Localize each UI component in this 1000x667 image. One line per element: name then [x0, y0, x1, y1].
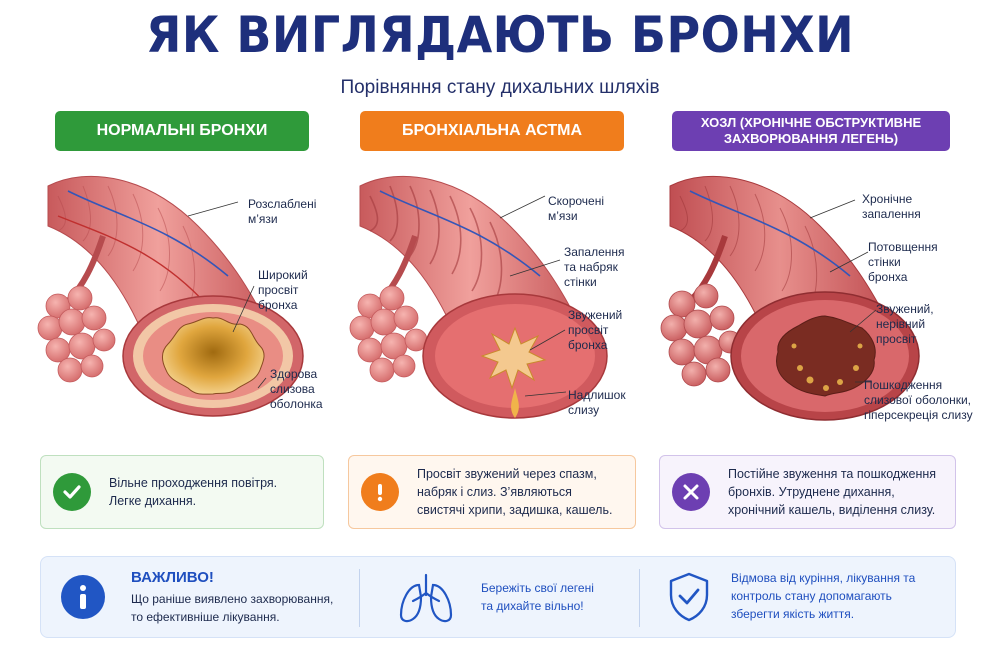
label-relaxed-muscles: Розслаблені м’язи	[248, 197, 317, 226]
divider	[639, 569, 640, 627]
exclamation-icon	[361, 473, 399, 511]
important-block: ВАЖЛИВО! Що раніше виявлено захворювання…	[131, 569, 361, 626]
heading-copd: ХОЗЛ (ХРОНІЧНЕ ОБСТРУКТИВНЕ ЗАХВОРЮВАННЯ…	[672, 111, 950, 151]
lungs-icon	[397, 571, 455, 630]
label-excess-mucus: Надлишок слизу	[568, 388, 626, 417]
label-mucosa-damage: Пошкодження слизової оболонки, гіперсекр…	[864, 378, 973, 422]
lungs-text: Бережіть свої легені та дихайте вільно!	[481, 581, 594, 613]
info-icon	[61, 575, 105, 619]
shield-check-icon	[667, 571, 711, 628]
status-card-copd: Постійне звуження та пошкодження бронхів…	[659, 455, 956, 529]
label-contracted-muscles: Скорочені м’язи	[548, 194, 605, 223]
label-wall-thickening: Потовщення стінки бронха	[868, 240, 938, 284]
asthma-bronchus-illustration	[349, 175, 608, 419]
x-icon	[672, 473, 710, 511]
label-narrowed-lumen: Звужений просвіт бронха	[568, 308, 623, 352]
check-icon	[53, 473, 91, 511]
status-text-asthma: Просвіт звужений через спазм, набряк і с…	[417, 467, 613, 517]
label-healthy-mucosa: Здорова слизова оболонка	[270, 367, 323, 411]
label-wide-lumen: Широкий просвіт бронха	[258, 268, 308, 312]
copd-bronchus-illustration	[660, 175, 920, 421]
normal-bronchus-illustration	[37, 175, 304, 417]
page-subtitle: Порівняння стану дихальних шляхів	[340, 77, 660, 98]
label-inflammation-edema: Запалення та набряк стінки	[564, 245, 625, 289]
status-card-asthma: Просвіт звужений через спазм, набряк і с…	[348, 455, 636, 529]
heading-normal: НОРМАЛЬНІ БРОНХИ	[55, 111, 309, 151]
label-chronic-inflammation: Хронічне запалення	[862, 192, 921, 221]
status-card-normal: Вільне проходження повітря. Легке диханн…	[40, 455, 324, 529]
info-panel: ВАЖЛИВО! Що раніше виявлено захворювання…	[40, 556, 956, 638]
label-irregular-lumen: Звужений, нерівний просвіт	[876, 302, 934, 346]
page-title: ЯК ВИГЛЯДАЮТЬ БРОНХИ	[145, 6, 855, 64]
important-text: Що раніше виявлено захворювання, то ефек…	[131, 592, 334, 624]
status-text-copd: Постійне звуження та пошкодження бронхів…	[728, 467, 937, 517]
important-title: ВАЖЛИВО!	[131, 569, 214, 586]
shield-text: Відмова від куріння, лікування та контро…	[731, 571, 916, 621]
status-text-normal: Вільне проходження повітря. Легке диханн…	[109, 476, 278, 508]
heading-asthma: БРОНХІАЛЬНА АСТМА	[360, 111, 624, 151]
divider	[359, 569, 360, 627]
